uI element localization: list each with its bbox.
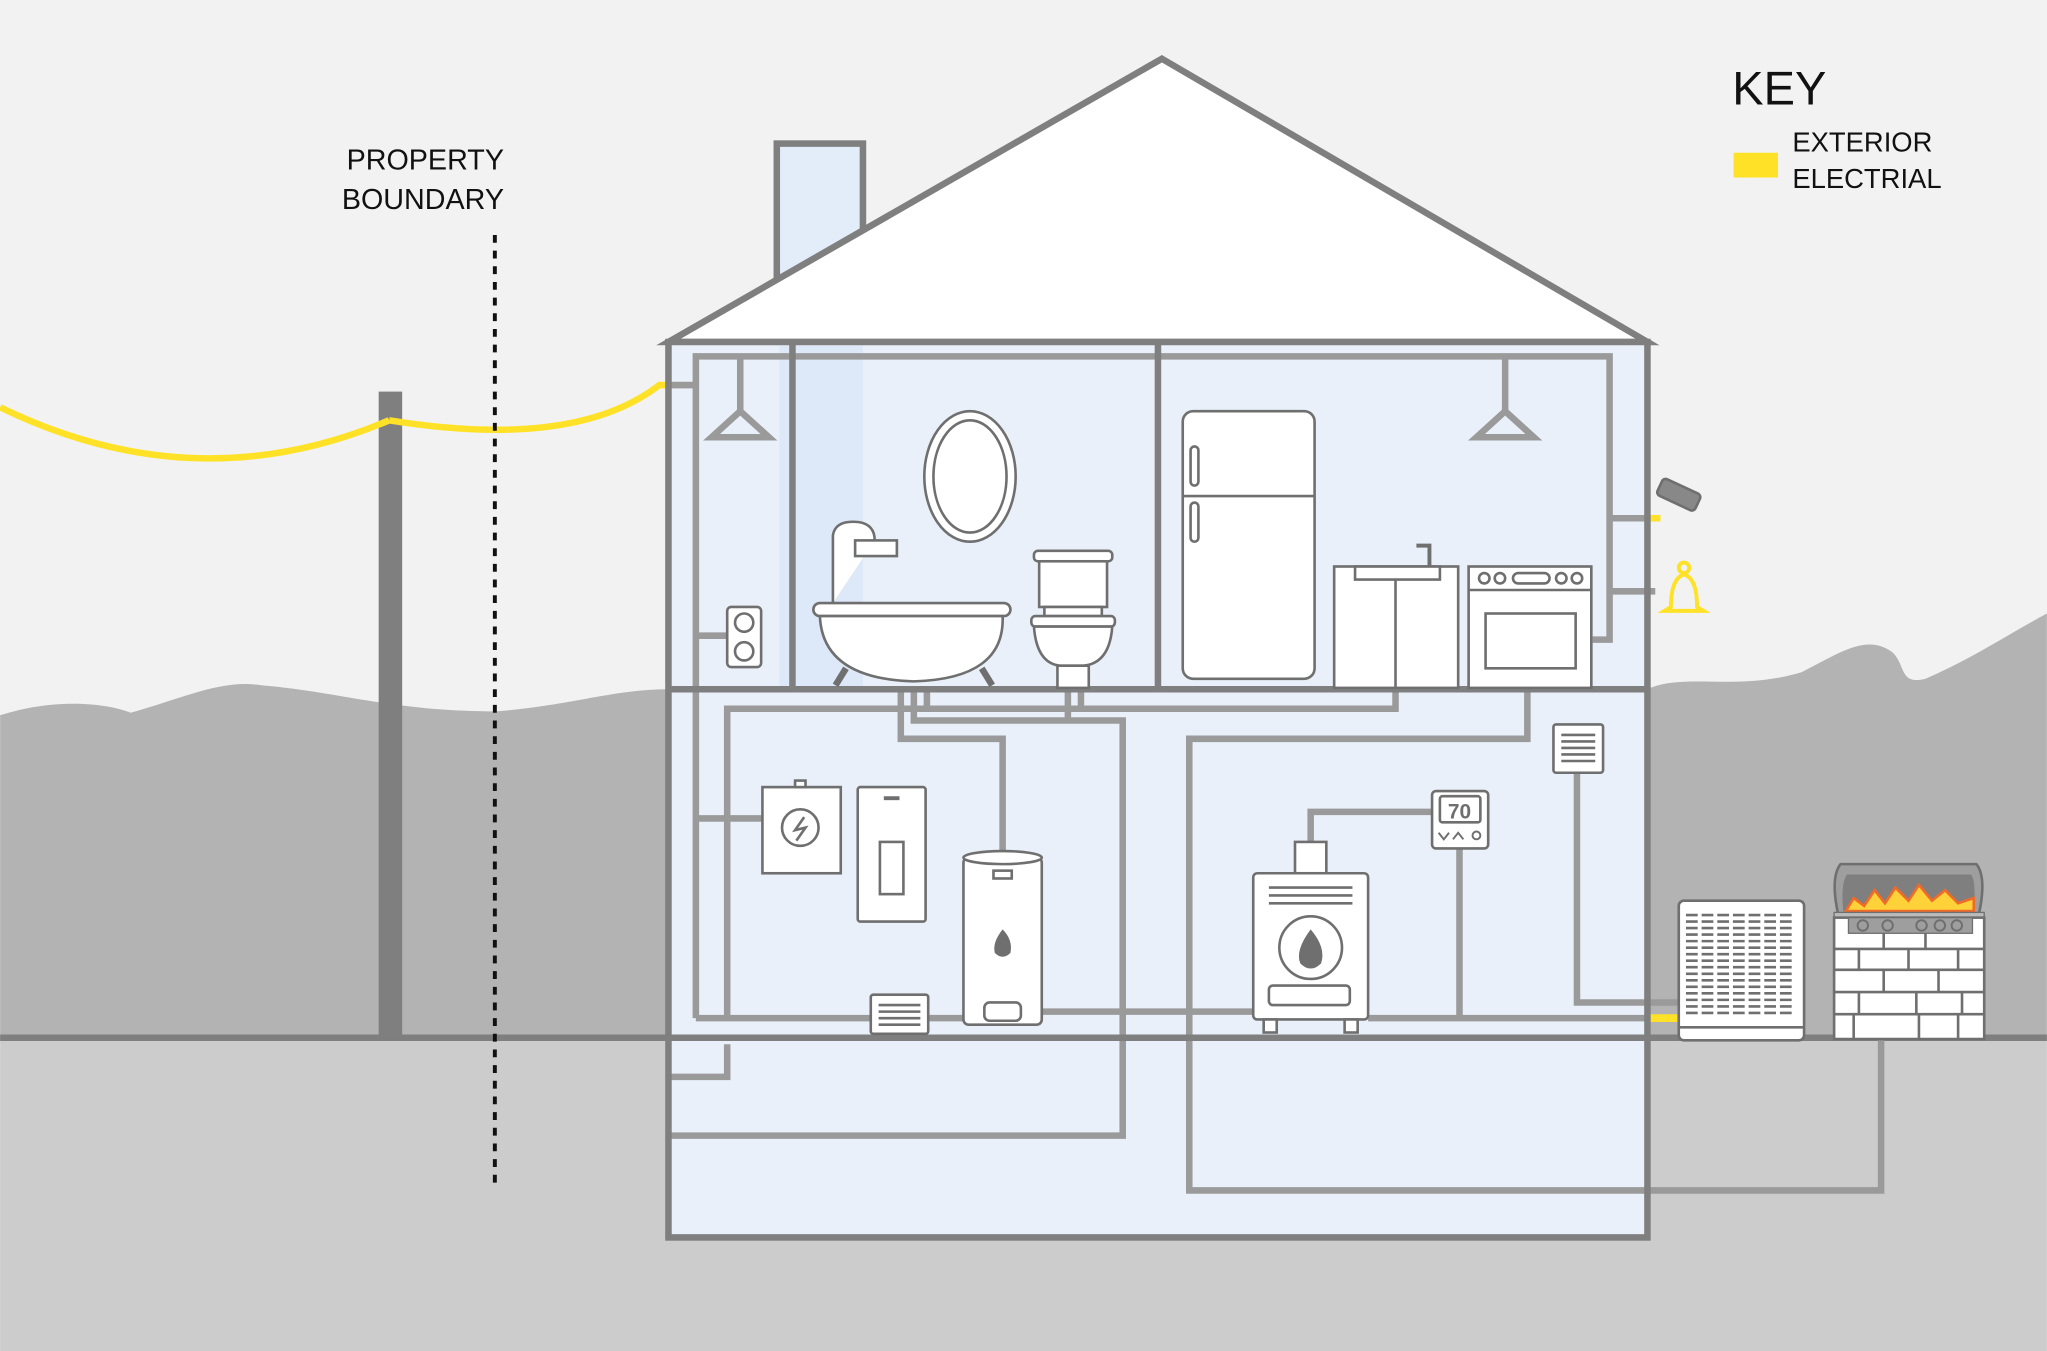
oven-icon xyxy=(1467,565,1593,690)
wall-vent-icon xyxy=(1552,723,1605,775)
electrical-panel-icon xyxy=(761,779,843,875)
breaker-box-icon xyxy=(856,785,927,923)
outdoor-ac-unit-icon xyxy=(1677,899,1806,1042)
outdoor-fire-pit-icon xyxy=(1832,862,1986,1041)
sink-cabinet-icon xyxy=(1332,543,1460,690)
doorbell-icon xyxy=(1657,560,1711,613)
fire-flames xyxy=(1843,882,1976,913)
flame-icon xyxy=(994,929,1011,957)
water-heater-icon xyxy=(962,849,1044,1026)
furnace-icon xyxy=(1251,840,1370,1034)
walls xyxy=(665,338,1651,1241)
key-label-line2: ELECTRIAL xyxy=(1792,163,1941,194)
key-swatch-electrical xyxy=(1733,152,1778,178)
key-label-line1: EXTERIOR xyxy=(1792,126,1932,157)
toilet-icon xyxy=(1030,549,1117,690)
bathtub-icon xyxy=(812,520,1012,688)
exterior-electrical-wire xyxy=(0,381,669,462)
ceiling-light-icon xyxy=(1468,406,1543,441)
security-camera-icon xyxy=(1655,477,1702,512)
utility-pole xyxy=(378,391,403,1038)
property-label-line2: BOUNDARY xyxy=(342,184,504,216)
floor-vent-icon xyxy=(869,993,930,1036)
property-label-line1: PROPERTY xyxy=(347,145,504,177)
ceiling-light-icon xyxy=(703,406,778,441)
thermostat: 70 xyxy=(1430,789,1490,850)
refrigerator-icon xyxy=(1181,409,1316,681)
thermostat-temperature: 70 xyxy=(1448,800,1471,823)
flame-icon xyxy=(1298,929,1323,969)
pipes xyxy=(668,353,1885,1194)
key-title: KEY xyxy=(1732,61,1826,114)
